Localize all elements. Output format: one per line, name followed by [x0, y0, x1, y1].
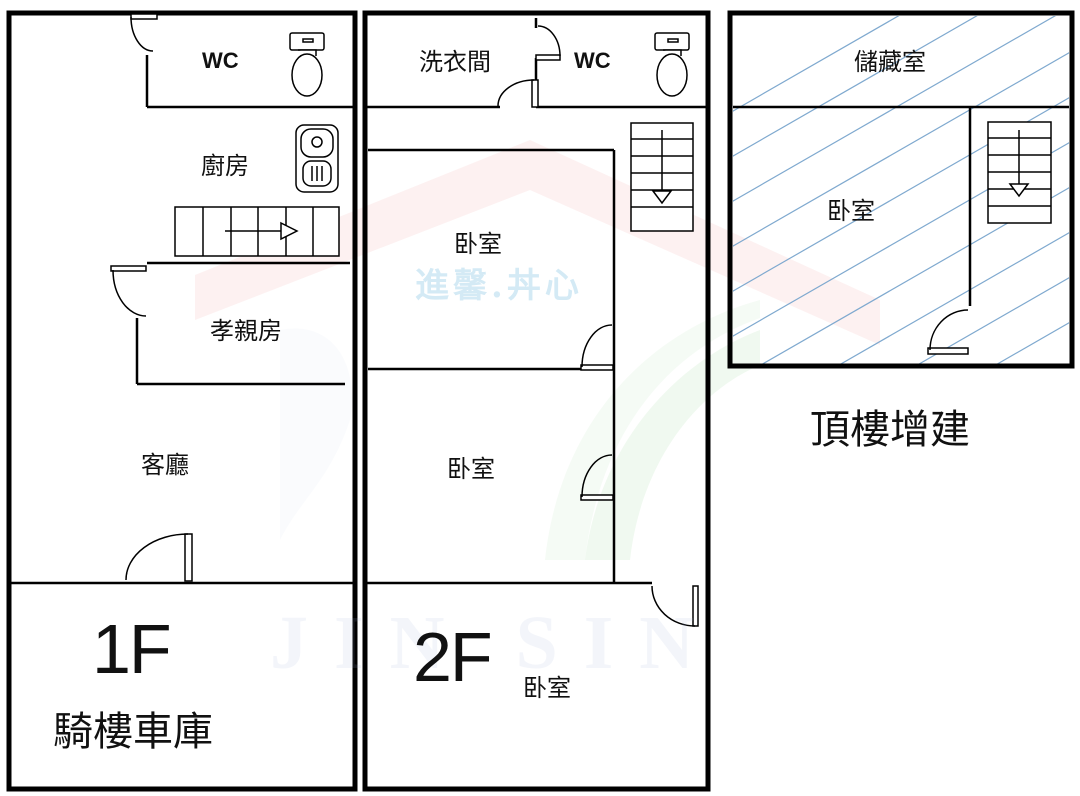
bedroom-3-door	[651, 585, 699, 627]
watermark-logo	[195, 140, 880, 560]
bedroom-3-label: 卧室	[523, 674, 571, 702]
second-floor-label: 2F	[413, 618, 493, 696]
bedroom-1-label: 卧室	[454, 230, 502, 258]
rooftop-stairs-down-icon	[987, 121, 1052, 224]
second-floor-plan	[362, 10, 711, 792]
arcade-garage-label: 騎樓車庫	[53, 709, 213, 755]
rooftop-plan	[727, 10, 1075, 369]
elder-room-door	[110, 265, 147, 317]
elder-room-label: 孝親房	[210, 317, 282, 345]
rooftop-door	[927, 309, 969, 355]
second-floor-wc-label: WC	[574, 48, 611, 73]
sink-icon	[295, 124, 339, 193]
first-floor-plan	[6, 10, 358, 792]
storage-room-label: 儲藏室	[854, 48, 926, 76]
bedroom-2-label: 卧室	[447, 455, 495, 483]
wc-door-1f	[130, 13, 158, 52]
laundry-door	[497, 79, 539, 108]
first-floor-wc-label: WC	[202, 48, 239, 73]
toilet-icon	[289, 32, 325, 97]
laundry-room-label: 洗衣間	[419, 48, 491, 76]
bedroom-1-door	[580, 324, 614, 371]
rooftop-bedroom-label: 卧室	[827, 197, 875, 225]
first-floor-label: 1F	[92, 610, 172, 688]
living-room-door	[125, 533, 193, 582]
stairs-down-icon	[630, 122, 694, 232]
kitchen-label: 廚房	[201, 152, 249, 180]
toilet-icon	[654, 32, 690, 97]
wc-door-2f	[535, 25, 561, 61]
living-room-label: 客廳	[141, 451, 189, 479]
stairs-icon	[174, 206, 340, 257]
bedroom-2-door	[580, 454, 614, 501]
rooftop-addition-title: 頂樓增建	[810, 407, 970, 453]
